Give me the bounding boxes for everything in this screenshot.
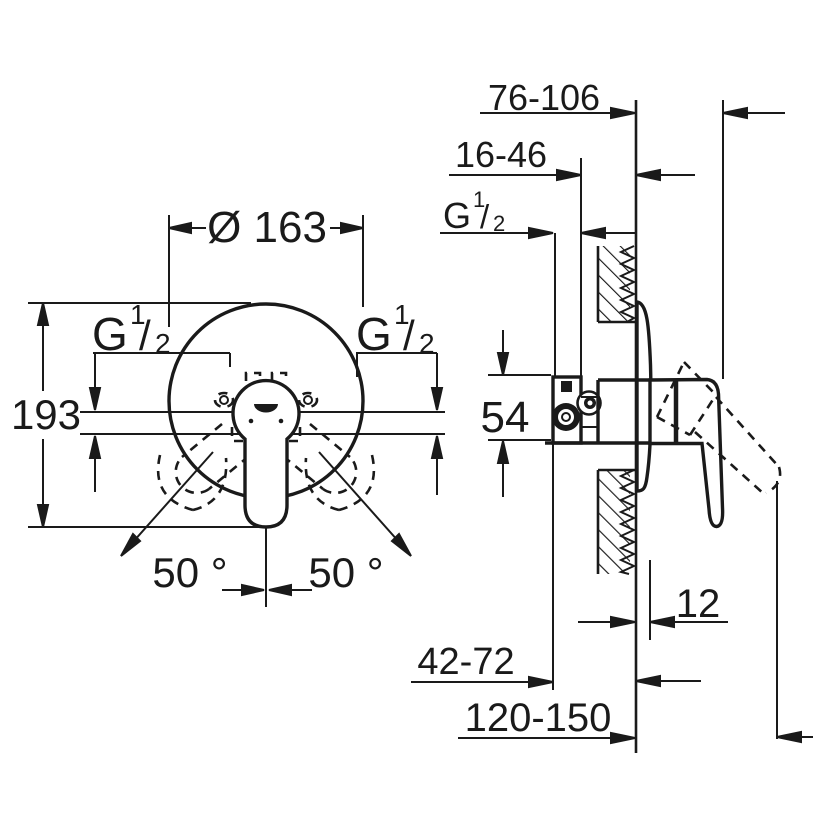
lever-handle-side xyxy=(648,377,725,529)
svg-text:2: 2 xyxy=(493,211,505,236)
thread-label-side: G 1 / 2 xyxy=(440,187,637,690)
dim-handle-reach-label: 120-150 xyxy=(465,696,612,740)
side-view: 76-106 16-46 G 1 / 2 xyxy=(411,77,813,753)
wall-section-lower xyxy=(596,468,637,575)
dim-projection xyxy=(480,100,785,379)
svg-text:/: / xyxy=(403,312,415,359)
dim-projection-label: 76-106 xyxy=(488,77,600,118)
svg-text:G: G xyxy=(356,308,392,360)
svg-text:/: / xyxy=(139,312,151,359)
svg-text:G: G xyxy=(92,308,128,360)
dim-handle-reach xyxy=(458,481,813,745)
port-screw-right xyxy=(303,395,313,405)
dim-min-depth-label: 42-72 xyxy=(417,641,514,683)
svg-text:1: 1 xyxy=(130,299,146,330)
dim-swing-angles xyxy=(120,451,412,607)
dim-wall-depth xyxy=(449,158,695,377)
thread-label-front-right: G 1 / 2 xyxy=(356,299,444,495)
dim-diameter xyxy=(168,215,364,327)
thread-label-front-left: G 1 / 2 xyxy=(88,299,231,492)
svg-text:2: 2 xyxy=(419,328,435,359)
dim-height-193 xyxy=(28,302,266,528)
port-screw-left xyxy=(219,395,229,405)
dim-plate-thickness-label: 12 xyxy=(676,582,721,626)
dim-height-label: 193 xyxy=(11,391,81,438)
temp-indicator xyxy=(254,404,278,413)
dim-center-offset xyxy=(488,330,551,497)
angle-right-label: 50 ° xyxy=(308,549,383,596)
dim-diameter-label: Ø 163 xyxy=(207,203,327,252)
concealed-body-dashed xyxy=(213,371,319,443)
handle-cap-details xyxy=(248,404,284,424)
angle-left-label: 50 ° xyxy=(152,549,227,596)
handle-rotated-dashed xyxy=(655,361,782,495)
svg-text:G: G xyxy=(443,195,471,236)
svg-text:1: 1 xyxy=(473,187,485,212)
front-view: Ø 163 193 G 1 / 2 xyxy=(11,203,445,607)
dim-center-offset-label: 54 xyxy=(481,393,530,442)
lever-swing-range-dashed xyxy=(156,422,376,512)
dim-wall-depth-label: 16-46 xyxy=(455,134,547,175)
dim-min-depth xyxy=(411,674,701,689)
rough-in-box xyxy=(551,375,602,445)
dim-plate-thickness xyxy=(578,560,728,640)
svg-text:/: / xyxy=(480,198,490,235)
svg-text:2: 2 xyxy=(155,328,171,359)
wall-section-upper xyxy=(596,245,637,324)
svg-text:1: 1 xyxy=(394,299,410,330)
